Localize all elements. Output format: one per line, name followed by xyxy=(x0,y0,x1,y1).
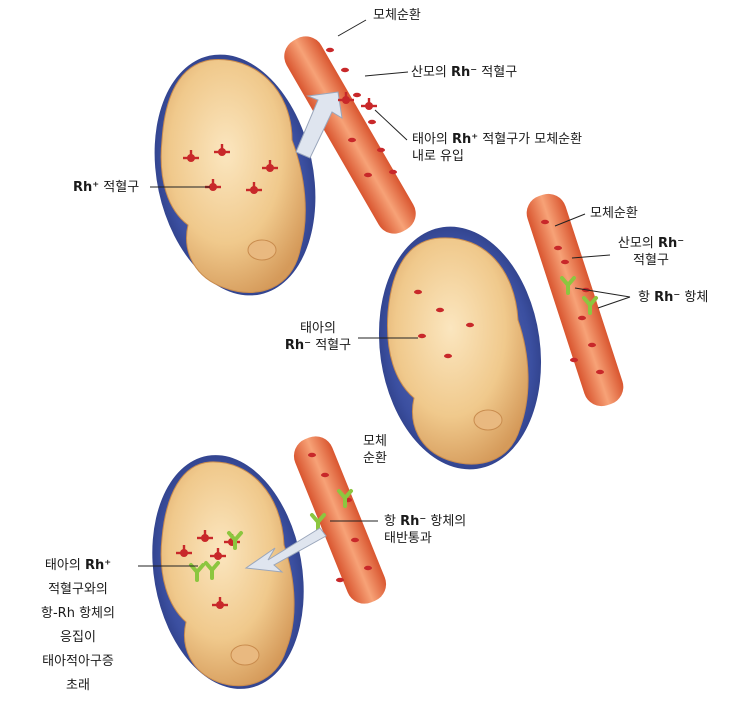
label-text: 내로 유입 xyxy=(412,148,582,165)
label-text: 태아의 xyxy=(45,558,85,573)
label-text: 모체순환 xyxy=(373,8,421,23)
label-text: 적혈구 xyxy=(612,252,690,269)
rh-symbol: Rh⁻ xyxy=(654,290,680,305)
panel-3 xyxy=(135,431,392,701)
rh-symbol: Rh⁻ xyxy=(400,514,426,529)
label-text: 순환 xyxy=(363,450,387,467)
label-text: 적혈구와의 xyxy=(12,578,144,602)
label-text: 태아의 xyxy=(412,132,452,147)
label-text: 태아의 xyxy=(278,320,358,337)
fetus-ear-1 xyxy=(248,240,276,260)
label-text: 산모의 xyxy=(618,236,658,251)
label-text: 초래 xyxy=(12,674,144,698)
label-text: 항체 xyxy=(680,290,708,305)
rh-symbol: Rh⁺ xyxy=(452,132,478,147)
label-text: 적혈구 xyxy=(477,65,517,80)
rh-symbol: Rh⁻ xyxy=(451,65,477,80)
fetus-ear-2 xyxy=(474,410,502,430)
rh-symbol: Rh⁺ xyxy=(73,180,99,195)
label-text: 항 xyxy=(638,290,654,305)
rh-symbol: Rh⁻ xyxy=(658,236,684,251)
label-maternal-circulation-3: 모체 순환 xyxy=(363,433,387,467)
label-text: 산모의 xyxy=(411,65,451,80)
label-maternal-rh-neg-rbc-1: 산모의 Rh⁻ 적혈구 xyxy=(411,64,517,81)
label-maternal-circulation-2: 모체순환 xyxy=(590,205,638,222)
leader-fetal-entry-1 xyxy=(375,110,407,140)
rh-symbol: Rh⁻ xyxy=(285,338,311,353)
label-maternal-rh-neg-rbc-2: 산모의 Rh⁻ 적혈구 xyxy=(612,235,690,269)
label-text: 응집이 xyxy=(12,626,144,650)
label-antibody-transfer-3: 항 Rh⁻ 항체의 태반통과 xyxy=(384,513,466,547)
label-text: 항체의 xyxy=(426,514,466,529)
leader-antibody-2b xyxy=(598,297,630,308)
panel-1 xyxy=(133,20,422,311)
label-anti-rh-antibody-2: 항 Rh⁻ 항체 xyxy=(638,289,708,306)
label-fetal-rh-neg-rbc-2: 태아의 Rh⁻ 적혈구 xyxy=(278,320,358,354)
leader-maternal-rbc-1 xyxy=(365,72,408,76)
label-text: 적혈구가 모체순환 xyxy=(478,132,582,147)
label-text: 적혈구 xyxy=(99,180,139,195)
leader-maternal-1 xyxy=(338,20,366,36)
label-text: 모체순환 xyxy=(590,206,638,221)
label-maternal-circulation-1: 모체순환 xyxy=(373,7,421,24)
rh-symbol: Rh⁺ xyxy=(85,558,111,573)
label-text: 모체 xyxy=(363,433,387,450)
fetus-ear-3 xyxy=(231,645,259,665)
label-agglutination-3: 태아의 Rh⁺ 적혈구와의 항-Rh 항체의 응집이 태아적아구증 초래 xyxy=(12,554,144,698)
label-text: 항-Rh 항체의 xyxy=(12,602,144,626)
label-fetal-rh-pos-entry-1: 태아의 Rh⁺ 적혈구가 모체순환 내로 유입 xyxy=(412,131,582,165)
label-rh-pos-rbc-1: Rh⁺ 적혈구 xyxy=(73,179,139,196)
label-text: 항 xyxy=(384,514,400,529)
label-text: 태아적아구증 xyxy=(12,650,144,674)
label-text: 적혈구 xyxy=(311,338,351,353)
label-text: 태반통과 xyxy=(384,530,466,547)
